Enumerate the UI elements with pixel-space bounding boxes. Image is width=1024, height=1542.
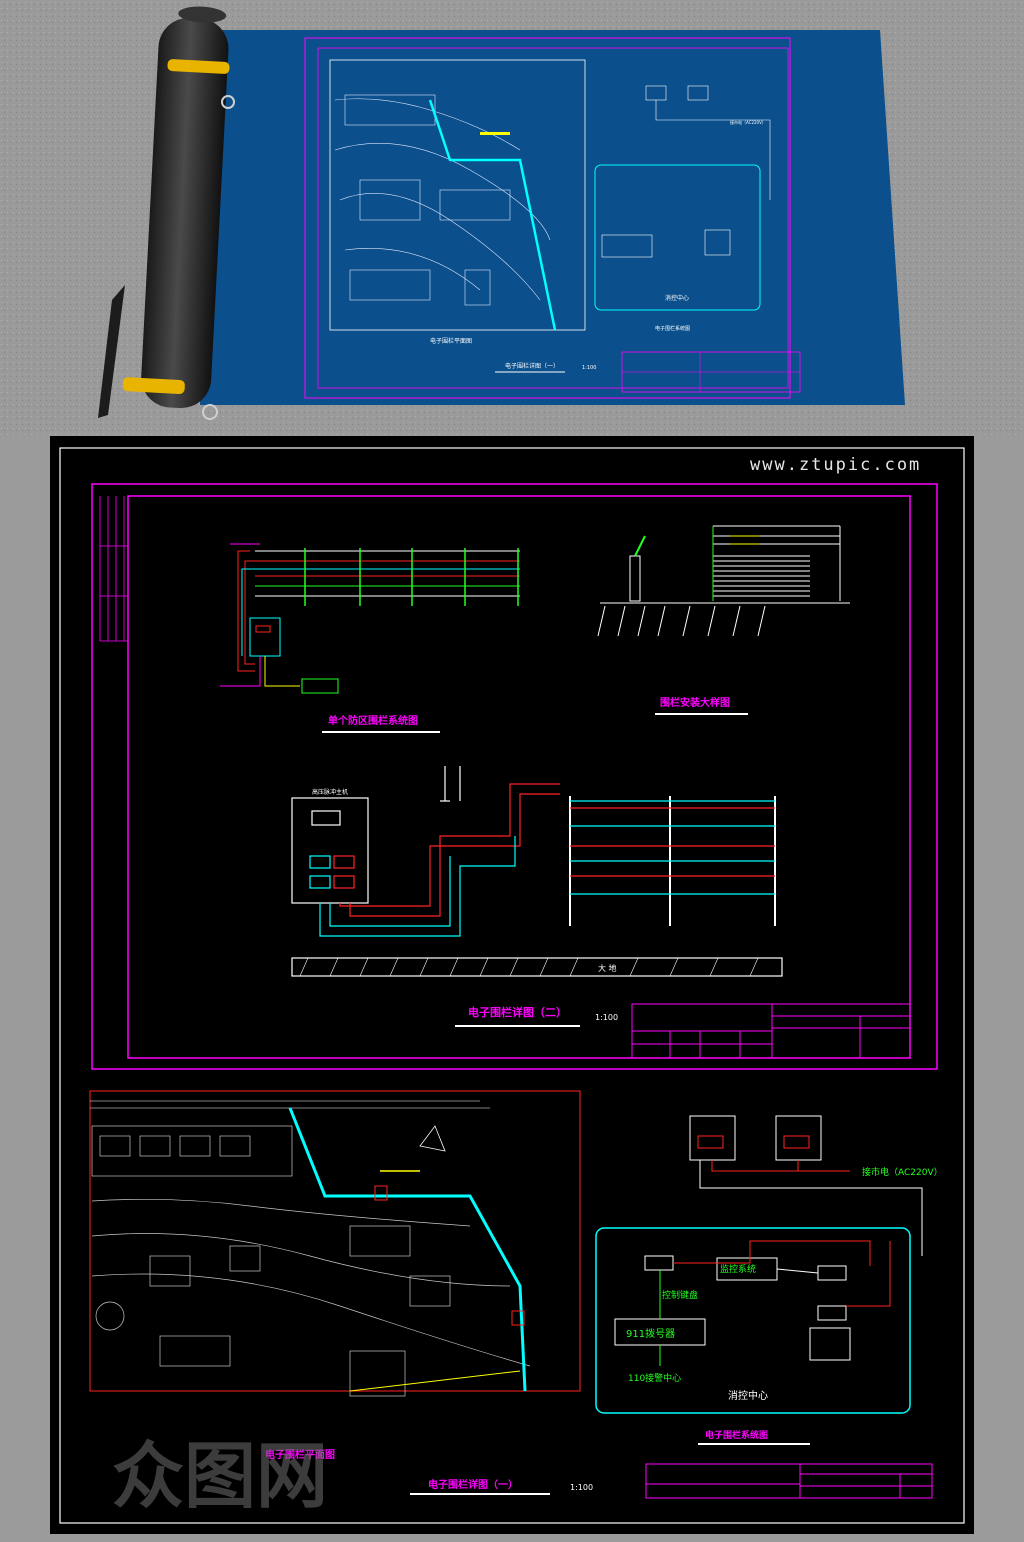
preview-system-caption: 电子围栏系统图 (655, 325, 690, 332)
cad-drawing-sheet: www.ztupic.com (50, 436, 974, 1534)
dialer-label: 911拨号器 (626, 1327, 675, 1340)
blueprint-paper (200, 30, 905, 405)
host-label: 高压脉冲主机 (312, 788, 348, 796)
paper-roll (141, 17, 229, 409)
scale-detail-two: 1:100 (595, 1013, 618, 1022)
scale-detail-one: 1:100 (570, 1483, 593, 1492)
title-detail-two: 电子围栏详图（二） (468, 1005, 567, 1019)
title-install-detail: 围栏安装大样图 (660, 696, 730, 709)
power-label: 接市电（AC220V） (862, 1166, 943, 1178)
title-system-bottom: 电子围栏系统图 (705, 1429, 768, 1441)
fence-system-diagram (595, 1115, 923, 1414)
watermark-brand: 众图网 (112, 1434, 328, 1518)
install-detail-diagram (597, 525, 850, 637)
monitor-system-label: 监控系统 (720, 1263, 756, 1275)
title-detail-one: 电子围栏详图（一） (428, 1478, 518, 1491)
title-block-lower (645, 1463, 933, 1499)
controller-label: 控制键盘 (662, 1289, 698, 1301)
preview-power-label: 接市电（AC220V） (730, 119, 766, 125)
ground-label: 大 地 (598, 963, 617, 973)
fire-center-label: 消控中心 (728, 1389, 768, 1402)
title-block-upper (631, 1003, 911, 1059)
title-single-zone-system: 单个防区围栏系统图 (328, 714, 418, 727)
caption-plan: 电子围栏平面图 (265, 1448, 335, 1461)
preview-caption-scale: 1:100 (582, 365, 596, 371)
preview-caption-left: 电子围栏平面图 (430, 337, 472, 345)
fence-plan-map (89, 1090, 581, 1397)
watermark-site: www.ztupic.com (750, 455, 921, 475)
alarm-center-label: 110接警中心 (628, 1372, 681, 1384)
pen (98, 285, 125, 418)
single-zone-system-diagram (220, 543, 520, 694)
preview-caption-mid: 电子围栏详图（一） (505, 362, 559, 370)
preview-center-label: 消控中心 (665, 294, 689, 302)
fence-detail-two-diagram (291, 766, 783, 977)
blueprint-preview: 电子围栏平面图 电子围栏详图（一） 1:100 接市电（AC220V） 消控中心… (0, 0, 1024, 436)
